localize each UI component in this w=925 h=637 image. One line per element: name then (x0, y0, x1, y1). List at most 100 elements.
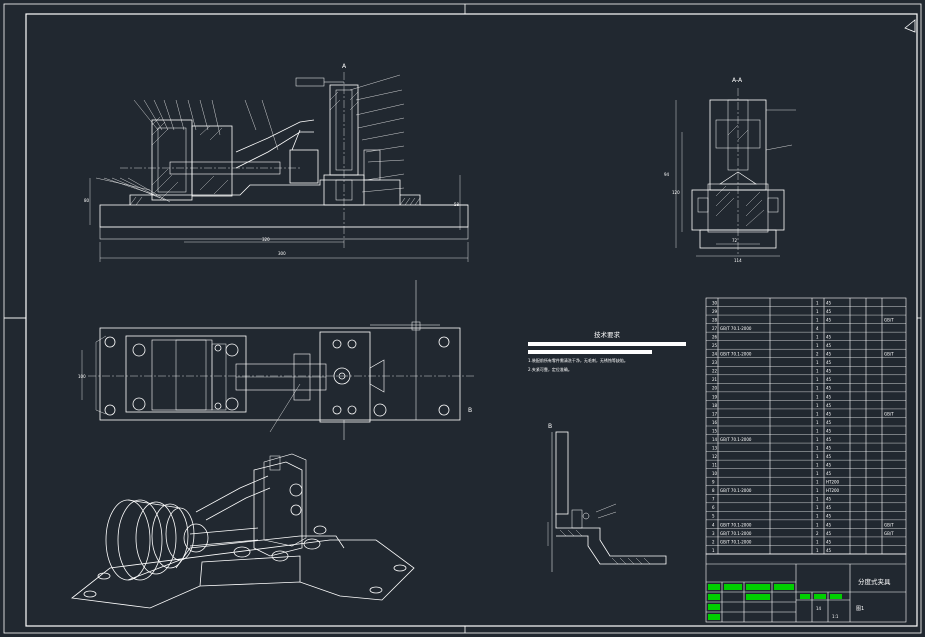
side-view-labels: A-A 94 120 72 114 (664, 77, 743, 263)
bom-row-quantity: 1 (816, 445, 819, 450)
bom-row-number: 30 (712, 300, 718, 305)
bom-row-number: 13 (712, 445, 718, 450)
tech-req-title: 技术要求 (594, 330, 621, 339)
plan-view (81, 280, 475, 440)
drawing-scale: 1:1 (832, 614, 839, 619)
front-dim-80: 80 (84, 198, 90, 203)
bom-row-number: 1 (712, 548, 715, 553)
bom-row-material: 45 (826, 317, 832, 322)
bom-row-material: 45 (826, 445, 832, 450)
bom-row-number: 12 (712, 454, 718, 459)
bom-row-code: GB/T 70.1-2000 (720, 352, 752, 357)
tech-req-bar (528, 342, 686, 346)
bom-row-number: 5 (712, 514, 715, 519)
technical-requirements: 技术要求 1.装配前所有零件需清洗干净，无毛刺，无锈蚀等缺陷。 2.夹紧可靠，定… (528, 330, 686, 372)
bom-row-material: 45 (826, 548, 832, 553)
bom-row-material: 45 (826, 420, 832, 425)
bom-row-number: 29 (712, 309, 718, 314)
front-dim-58: 58 (454, 202, 460, 207)
bom-row-quantity: 1 (816, 300, 819, 305)
side-section-title: A-A (732, 77, 743, 84)
bom-row-quantity: 1 (816, 394, 819, 399)
bom-row-material: 45 (826, 369, 832, 374)
bom-row-code: GB/T 70.1-2000 (720, 539, 752, 544)
bom-row-number: 9 (712, 480, 715, 485)
title-block-green-cells (708, 584, 842, 620)
bom-row-number: 21 (712, 377, 718, 382)
bom-row-quantity: 1 (816, 343, 819, 348)
bom-row-quantity: 1 (816, 539, 819, 544)
bom-row-number: 6 (712, 505, 715, 510)
bom-row-number: 24 (712, 352, 718, 357)
bom-row-note: GB/T (884, 522, 894, 527)
bom-row-quantity: 1 (816, 548, 819, 553)
drawing-name: 分度式夹具 (858, 577, 891, 586)
bom-row-number: 3 (712, 531, 715, 536)
bom-row-number: 27 (712, 326, 718, 331)
bom-row-material: 45 (826, 539, 832, 544)
front-dim-300: 300 (278, 251, 286, 256)
detail-view (547, 431, 667, 572)
bom-row-material: 45 (826, 514, 832, 519)
bom-row-material: 45 (826, 428, 832, 433)
detail-section-title: B (548, 423, 552, 430)
side-dim-114: 114 (734, 258, 742, 263)
tech-req-line-2: 2.夹紧可靠，定位准确。 (528, 366, 572, 372)
bom-row-number: 20 (712, 386, 718, 391)
front-section-marker: A (342, 63, 347, 70)
bom-row-material: 45 (826, 411, 832, 416)
bom-row-quantity: 1 (816, 317, 819, 322)
side-dim-94: 94 (664, 172, 670, 177)
side-view (675, 88, 796, 257)
bom-row-quantity: 1 (816, 403, 819, 408)
bom-row-note: GB/T (884, 317, 894, 322)
bom-row-number: 8 (712, 488, 715, 493)
bom-row-quantity: 1 (816, 411, 819, 416)
bom-row-material: HT200 (826, 480, 840, 485)
bom-row-material: 45 (826, 497, 832, 502)
bom-row-quantity: 1 (816, 377, 819, 382)
bom-row-number: 7 (712, 497, 715, 502)
bom-row-number: 19 (712, 394, 718, 399)
bom-row-material: 45 (826, 343, 832, 348)
bom-row-material: 45 (826, 522, 832, 527)
bom-row-material: 45 (826, 403, 832, 408)
front-dim-320: 320 (262, 237, 270, 242)
bom-row-material: 45 (826, 352, 832, 357)
bom-row-number: 22 (712, 369, 718, 374)
bom-row-quantity: 1 (816, 309, 819, 314)
bom-row-material: 45 (826, 394, 832, 399)
bom-row-number: 15 (712, 428, 718, 433)
plan-view-labels: 100 B (78, 374, 472, 414)
bom-row-quantity: 1 (816, 386, 819, 391)
side-dim-120: 120 (672, 190, 680, 195)
plan-section-marker: B (468, 407, 472, 414)
bom-row-quantity: 1 (816, 488, 819, 493)
bom-row-code: GB/T 70.1-2000 (720, 437, 752, 442)
isometric-view (71, 453, 415, 609)
bom-row-quantity: 1 (816, 505, 819, 510)
bom-row-code: GB/T 70.1-2000 (720, 488, 752, 493)
bom-row-quantity: 1 (816, 514, 819, 519)
bom-row-material: 45 (826, 471, 832, 476)
bom-row-number: 17 (712, 411, 718, 416)
title-block (705, 553, 907, 623)
bom-row-number: 4 (712, 522, 715, 527)
front-view (89, 72, 469, 262)
bom-row-note: GB/T (884, 411, 894, 416)
bom-row-quantity: 1 (816, 471, 819, 476)
bom-row-note: GB/T (884, 531, 894, 536)
tech-req-line-1: 1.装配前所有零件需清洗干净，无毛刺，无锈蚀等缺陷。 (528, 357, 628, 363)
bom-row-number: 10 (712, 471, 718, 476)
side-dim-72: 72 (732, 238, 738, 243)
drawing-sheet: 图1 (856, 606, 864, 612)
bom-row-material: 45 (826, 360, 832, 365)
plan-dim-100: 100 (78, 374, 86, 379)
bom-row-code: GB/T 70.1-2000 (720, 522, 752, 527)
bom-row-note: GB/T (884, 352, 894, 357)
bom-row-material: 45 (826, 531, 832, 536)
bom-row-number: 11 (712, 463, 718, 468)
bom-row-quantity: 1 (816, 420, 819, 425)
bom-row-number: 28 (712, 317, 718, 322)
